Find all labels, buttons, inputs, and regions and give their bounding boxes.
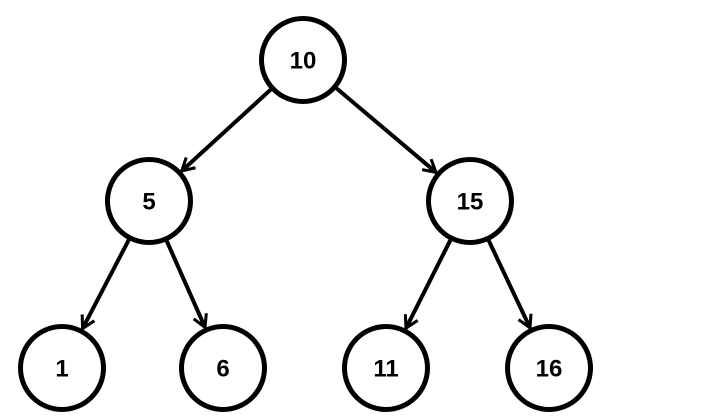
tree-edge-10-5 bbox=[182, 85, 276, 171]
tree-edge-15-16 bbox=[485, 235, 530, 328]
node-circle-16 bbox=[505, 324, 593, 412]
node-label-6: 6 bbox=[216, 355, 229, 382]
node-circle-15 bbox=[426, 157, 514, 245]
node-label-11: 11 bbox=[373, 355, 398, 382]
tree-edge-10-15 bbox=[331, 83, 436, 173]
node-label-1: 1 bbox=[55, 355, 68, 382]
tree-edge-5-1 bbox=[83, 235, 133, 329]
tree-node-1: 1 bbox=[18, 324, 106, 412]
tree-node-11: 11 bbox=[342, 324, 430, 412]
node-label-16: 16 bbox=[536, 355, 563, 382]
node-label-15: 15 bbox=[457, 188, 484, 215]
node-label-10: 10 bbox=[290, 47, 317, 74]
tree-node-6: 6 bbox=[179, 324, 267, 412]
edges-layer bbox=[83, 83, 530, 329]
tree-edge-15-11 bbox=[406, 235, 455, 328]
tree-node-10: 10 bbox=[259, 16, 347, 104]
node-circle-6 bbox=[179, 324, 267, 412]
node-circle-5 bbox=[105, 157, 193, 245]
tree-node-15: 15 bbox=[426, 157, 514, 245]
node-circle-10 bbox=[259, 16, 347, 104]
node-label-5: 5 bbox=[142, 188, 155, 215]
tree-edge-5-6 bbox=[163, 236, 205, 327]
tree-node-5: 5 bbox=[105, 157, 193, 245]
node-circle-1 bbox=[18, 324, 106, 412]
node-circle-11 bbox=[342, 324, 430, 412]
tree-node-16: 16 bbox=[505, 324, 593, 412]
